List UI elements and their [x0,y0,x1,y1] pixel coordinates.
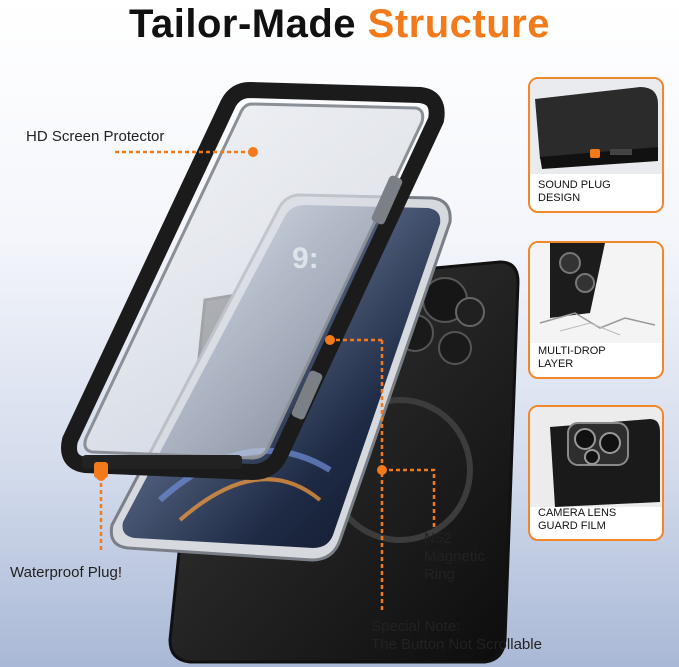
callout-special-note: Special Note: The Button Not Scrollable [371,618,542,654]
magnetic-line-1: N52 [424,530,452,547]
card-caption: SOUND PLUG DESIGN [538,179,611,204]
card-caption: CAMERA LENS GUARD FILM [538,507,617,532]
title-accent: Structure [367,2,550,46]
note-line-2: The Button Not Scrollable [371,636,542,653]
card-caption: MULTI-DROP LAYER [538,345,606,370]
multi-drop-thumb [530,243,662,343]
title-main: Tailor-Made [129,2,357,46]
callout-hd-screen-protector: HD Screen Protector [26,128,165,145]
callout-magnetic-ring: N52 Magnetic Ring [424,530,485,584]
callout-waterproof-plug: Waterproof Plug! [10,564,122,581]
magnetic-line-2: Magnetic [424,548,485,565]
callout-dots [96,147,387,481]
note-line-1: Special Note: [371,618,461,635]
camera-lens-thumb [530,407,662,507]
feature-card-camera-lens: CAMERA LENS GUARD FILM [528,405,664,541]
feature-card-multi-drop: MULTI-DROP LAYER [528,241,664,379]
page-title: Tailor-Made Structure [0,2,679,47]
feature-card-sound-plug: SOUND PLUG DESIGN [528,77,664,213]
sound-plug-thumb [530,79,662,174]
magnetic-line-3: Ring [424,566,455,583]
